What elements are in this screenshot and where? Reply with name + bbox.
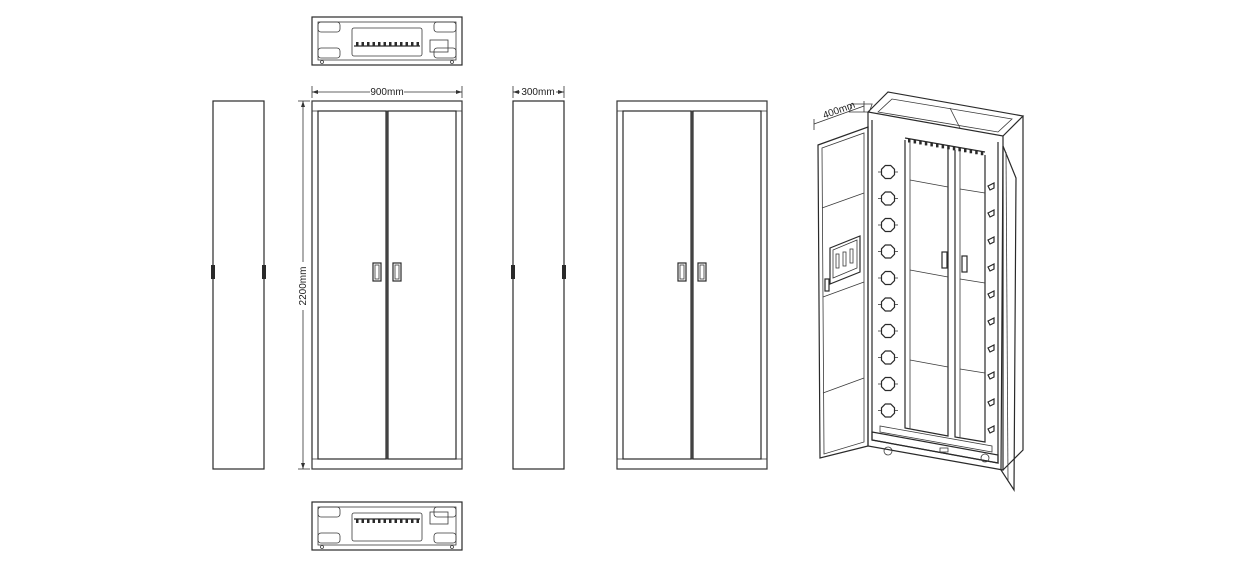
cable-ring [880, 350, 896, 365]
comb-tooth [372, 42, 375, 46]
comb-tooth [367, 519, 370, 523]
depth-label: 300mm [521, 87, 554, 98]
comb-tooth [405, 519, 408, 523]
comb-tooth [952, 146, 956, 151]
frame-rail [909, 179, 949, 188]
cable-ring [880, 244, 896, 259]
front-view [311, 100, 463, 470]
comb-tooth [416, 519, 419, 523]
height-dimension: 2200mm [298, 100, 310, 470]
comb-tooth [924, 141, 928, 146]
comb-tooth [919, 140, 922, 145]
cable-ring [880, 164, 896, 180]
cable-hook [987, 398, 995, 407]
comb-tooth [936, 143, 939, 148]
comb-tooth [389, 519, 392, 523]
cable-hook [987, 317, 995, 326]
comb-tooth [383, 519, 386, 523]
comb-tooth [400, 42, 403, 46]
frame-rail [959, 368, 986, 374]
cable-ring [880, 270, 896, 286]
comb-tooth [416, 42, 419, 46]
cable-hook [987, 209, 995, 218]
cable-ring [880, 323, 896, 339]
comb-tooth [400, 519, 403, 523]
iso-depth-label: 400mm [822, 100, 857, 122]
cable-hook [987, 263, 995, 272]
frame-rail [959, 278, 986, 284]
cable-hook [987, 425, 995, 434]
cable-ring [880, 403, 896, 418]
comb-tooth [356, 42, 359, 46]
frame-rail [959, 188, 986, 194]
comb-tooth [383, 42, 386, 46]
frame-rail [909, 269, 949, 278]
width-dimension: 900mm [311, 86, 463, 98]
comb-tooth [356, 519, 359, 523]
cable-ring [880, 376, 896, 392]
comb-tooth [941, 144, 945, 149]
height-label: 2200mm [298, 267, 309, 306]
cable-hook [987, 371, 995, 380]
comb-tooth [980, 151, 984, 156]
comb-tooth [411, 42, 414, 46]
comb-tooth [361, 519, 364, 523]
side-depth-dimension: 300mm [512, 86, 565, 98]
isometric-open-view: 400mm [813, 91, 1025, 493]
comb-tooth [394, 519, 397, 523]
left-side-view [211, 100, 266, 470]
comb-tooth [361, 42, 364, 46]
comb-tooth [958, 147, 961, 152]
rear-view [616, 100, 768, 470]
comb-tooth [394, 42, 397, 46]
cable-ring [880, 217, 896, 233]
comb-tooth [969, 149, 973, 154]
cable-ring [880, 191, 896, 206]
comb-tooth [389, 42, 392, 46]
width-label: 900mm [370, 87, 403, 98]
comb-tooth [964, 148, 967, 153]
comb-tooth [405, 42, 408, 46]
comb-tooth [913, 139, 917, 144]
cable-hook [987, 236, 995, 245]
comb-tooth [930, 142, 933, 147]
cable-ring [880, 297, 896, 312]
bottom-plan-view [311, 501, 463, 551]
cable-hook [987, 290, 995, 299]
cable-hook [987, 182, 995, 191]
top-plan-view [311, 16, 463, 66]
comb-tooth [411, 519, 414, 523]
comb-tooth [908, 138, 911, 143]
frame-rail [909, 359, 949, 368]
comb-tooth [367, 42, 370, 46]
comb-tooth [975, 150, 978, 155]
comb-tooth [378, 519, 381, 523]
cable-hook [987, 344, 995, 353]
comb-tooth [947, 145, 950, 150]
comb-tooth [372, 519, 375, 523]
right-side-view [511, 100, 566, 470]
comb-tooth [378, 42, 381, 46]
